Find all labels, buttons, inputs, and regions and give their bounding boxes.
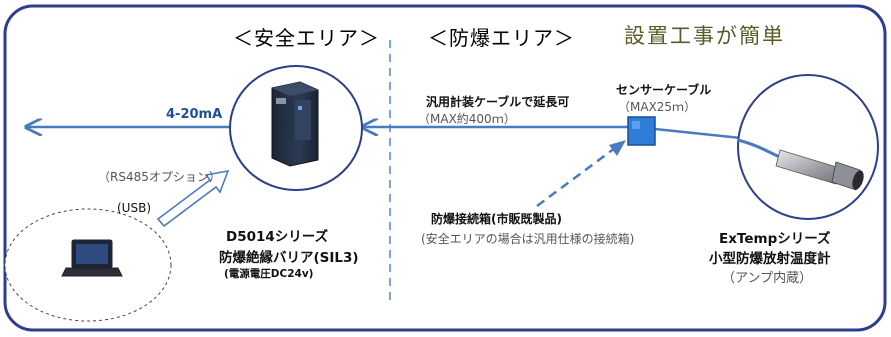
junction-pointer-arrow bbox=[536, 143, 620, 208]
junction-box-note: (安全エリアの場合は汎用仕様の接続箱) bbox=[421, 232, 635, 246]
signal-label: 4-20mA bbox=[166, 107, 223, 122]
headline: 設置工事が簡単 bbox=[624, 24, 785, 48]
junction-pointer-head bbox=[609, 140, 626, 156]
outer-frame bbox=[3, 4, 887, 332]
extension-cable-title: 汎用計装ケーブルで延長可 bbox=[426, 95, 570, 109]
junction-box-highlight bbox=[632, 121, 640, 129]
usb-label: (USB) bbox=[117, 201, 151, 215]
junction-box-title: 防爆接続箱(市販既製品) bbox=[431, 212, 562, 226]
barrier-series: D5014シリーズ bbox=[226, 229, 329, 245]
laptop-icon bbox=[61, 239, 123, 277]
usb-link-arrow bbox=[156, 169, 230, 228]
barrier-name: 防爆絶縁バリア(SIL3) bbox=[219, 250, 359, 266]
barrier-device-image bbox=[271, 81, 319, 167]
sensor-name: 小型防爆放射温度計 bbox=[709, 251, 831, 267]
sensor-device-image bbox=[737, 138, 864, 191]
hazardous-zone-label: ＜防爆エリア＞ bbox=[428, 26, 575, 50]
sensor-cable-title: センサーケーブル bbox=[616, 83, 712, 97]
sensor-note: （アンプ内蔵） bbox=[722, 271, 813, 286]
sensor-series: ExTempシリーズ bbox=[719, 231, 831, 247]
rs485-label: （RS485オプション） bbox=[98, 170, 221, 184]
safe-zone-label: ＜安全エリア＞ bbox=[233, 26, 380, 50]
sensor-cable-spec: （MAX25ｍ） bbox=[618, 100, 697, 114]
barrier-power: (電源電圧DC24v) bbox=[224, 268, 314, 280]
extension-cable-spec: （MAX約400ｍ） bbox=[418, 112, 516, 126]
